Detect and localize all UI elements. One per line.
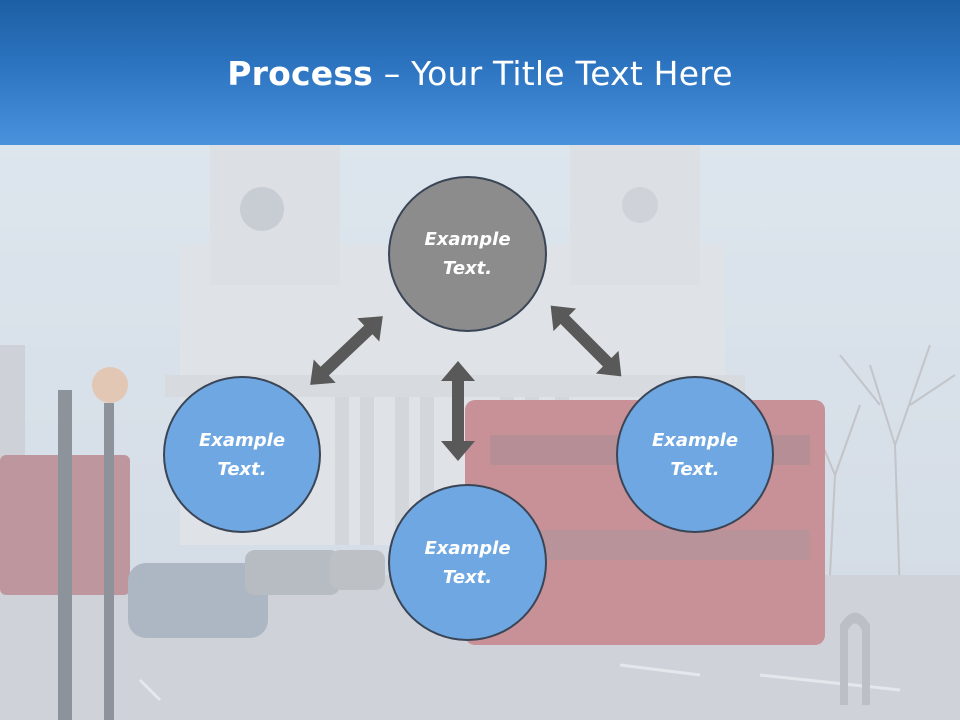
circle-right-line1: Example bbox=[651, 429, 739, 451]
circle-left-line1: Example bbox=[198, 429, 286, 451]
arrow-vertical bbox=[441, 361, 475, 461]
circle-bottom-line1: Example bbox=[424, 537, 511, 559]
circle-top-line2: Text. bbox=[442, 258, 493, 279]
circle-right-line2: Text. bbox=[670, 458, 720, 480]
circle-top-line1: Example bbox=[424, 229, 511, 250]
slide-title: Process – Your Title Text Here bbox=[0, 52, 960, 96]
arrow-top-right bbox=[550, 305, 622, 377]
title-rest: – Your Title Text Here bbox=[373, 54, 733, 93]
circle-bottom-line2: Text. bbox=[442, 566, 493, 588]
arrow-top-left bbox=[310, 316, 383, 385]
circle-left-line2: Text. bbox=[217, 458, 267, 480]
title-banner: Process – Your Title Text Here bbox=[0, 0, 960, 145]
title-bold: Process bbox=[227, 54, 374, 93]
